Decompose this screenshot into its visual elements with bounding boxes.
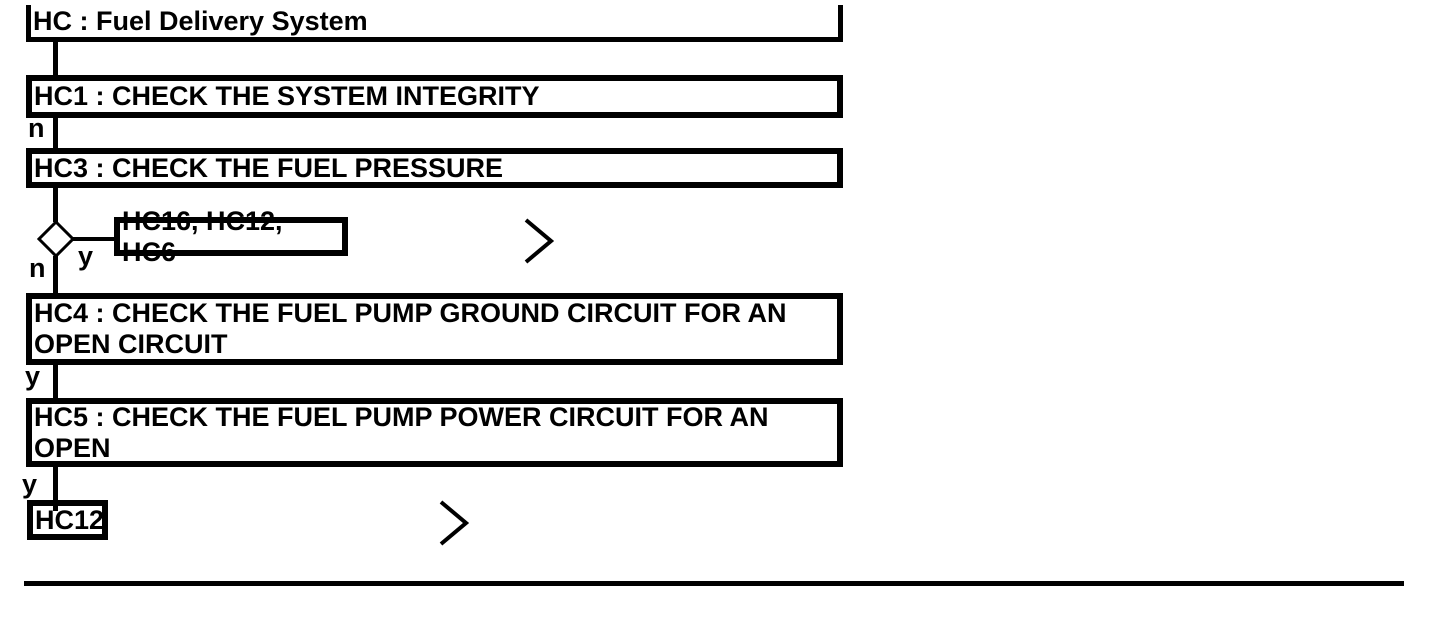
flow-node-hc-title: HC : Fuel Delivery System <box>26 5 843 42</box>
flow-node-hc3-label: HC3 : CHECK THE FUEL PRESSURE <box>34 152 504 183</box>
flow-node-hc16-group-label: HC16, HC12, HC6 <box>122 205 283 267</box>
connector-hc4-to-hc5 <box>53 365 58 398</box>
flow-node-hc1-label: HC1 : CHECK THE SYSTEM INTEGRITY <box>34 81 540 111</box>
connector-diamond-to-hc4 <box>53 256 58 293</box>
chevron-right-icon <box>524 218 555 264</box>
bottom-divider <box>24 581 1404 586</box>
decision-diamond <box>36 219 76 263</box>
connector-hc5-to-hc12 <box>53 467 58 511</box>
decision-diamond-icon <box>36 219 76 259</box>
flow-node-hc4[interactable]: HC4 : CHECK THE FUEL PUMP GROUND CIRCUIT… <box>26 293 843 365</box>
flow-node-hc12-label: HC12 <box>35 504 105 535</box>
flow-node-hc1[interactable]: HC1 : CHECK THE SYSTEM INTEGRITY <box>26 75 843 118</box>
flow-node-hc5-label: HC5 : CHECK THE FUEL PUMP POWER CIRCUIT … <box>34 401 769 463</box>
flow-node-hc-label: HC : Fuel Delivery System <box>33 5 368 36</box>
edge-label-diamond-no: n <box>29 253 46 283</box>
connector-diamond-to-hc16 <box>73 237 114 241</box>
chevron-right-icon <box>439 500 470 546</box>
connector-hc1-to-hc3 <box>53 118 58 148</box>
continuation-chevron-upper[interactable] <box>524 218 555 269</box>
edge-label-hc4-yes: y <box>25 361 41 391</box>
edge-label-hc1-no: n <box>28 113 45 143</box>
flow-node-hc12[interactable]: HC12 <box>27 500 108 540</box>
flow-node-hc3[interactable]: HC3 : CHECK THE FUEL PRESSURE <box>26 148 843 188</box>
connector-hc3-to-diamond <box>53 188 58 222</box>
edge-label-diamond-yes: y <box>78 241 94 271</box>
continuation-chevron-lower[interactable] <box>439 500 470 551</box>
flow-node-hc5[interactable]: HC5 : CHECK THE FUEL PUMP POWER CIRCUIT … <box>26 398 843 467</box>
flow-node-hc4-label: HC4 : CHECK THE FUEL PUMP GROUND CIRCUIT… <box>34 298 787 359</box>
edge-label-hc5-yes: y <box>22 469 38 499</box>
connector-hc-to-hc1 <box>53 42 58 75</box>
flow-node-hc16-group[interactable]: HC16, HC12, HC6 <box>114 206 348 267</box>
